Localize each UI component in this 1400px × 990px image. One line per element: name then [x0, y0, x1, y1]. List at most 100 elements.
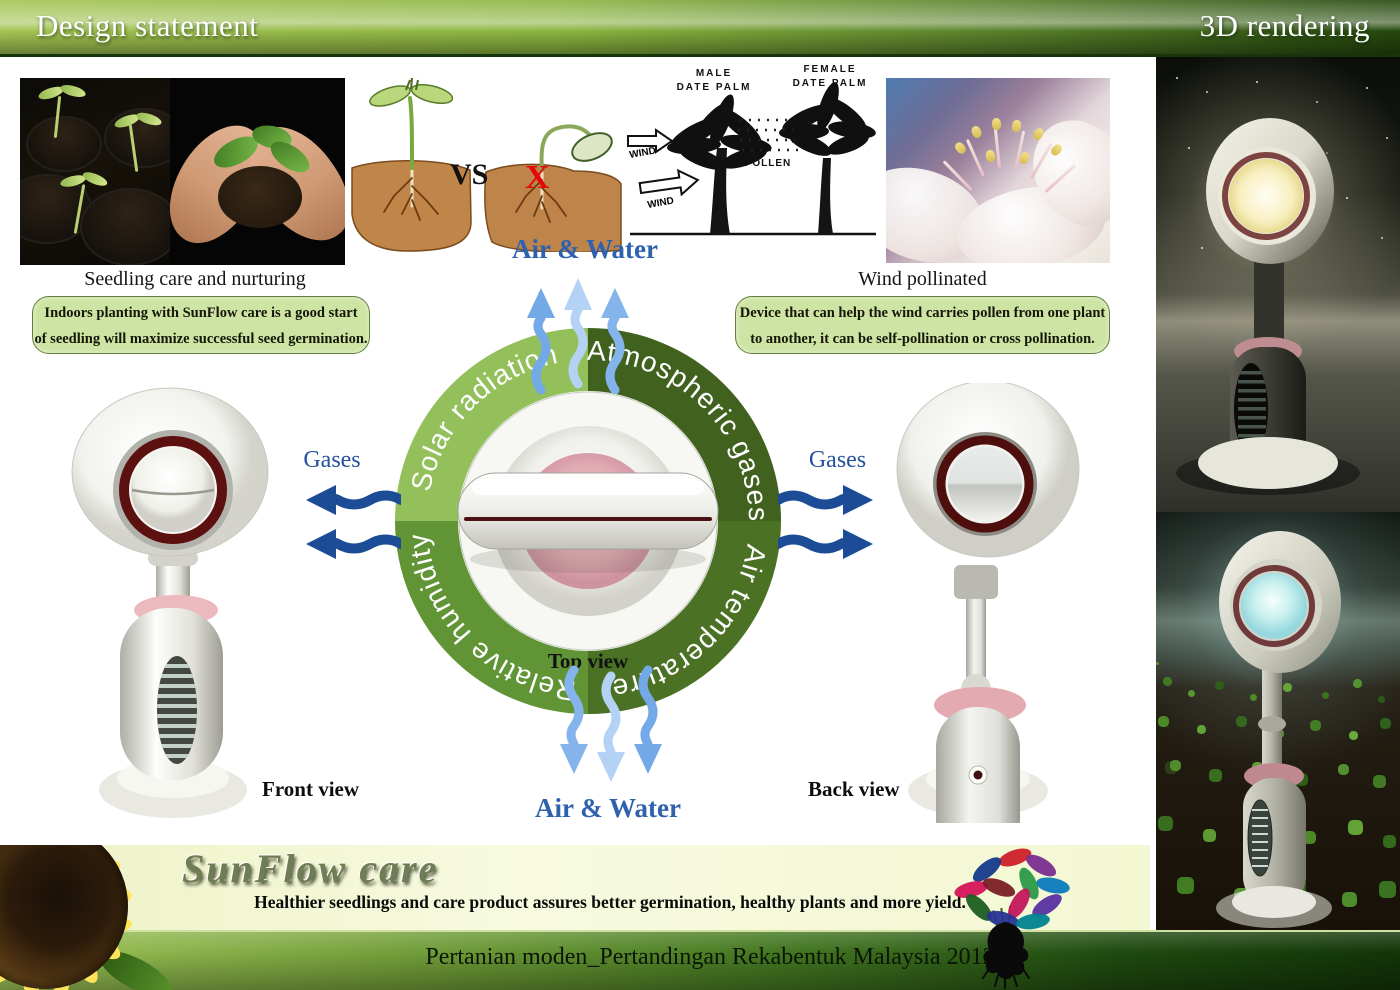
plant-leaf [1034, 875, 1072, 896]
anther [953, 140, 968, 156]
seedling-field [1156, 662, 1159, 665]
air-water-down-arrows [560, 665, 662, 782]
stars [1176, 77, 1178, 79]
pollen-label: POLLEN [745, 158, 792, 169]
sprout-leaf [59, 82, 87, 100]
arrowhead [306, 485, 336, 515]
vent-ribs [157, 664, 197, 758]
wind-arrows [627, 128, 700, 197]
male-palm-label-line2: DATE PALM [677, 82, 752, 93]
device-front-view [71, 387, 269, 818]
female-palm-label-line2: DATE PALM [793, 78, 868, 89]
vent-ribs [1252, 809, 1268, 867]
air-water-bottom-label: Air & Water [535, 793, 681, 823]
vs-label: VS [450, 158, 488, 191]
device-back-view [896, 383, 1080, 823]
maroon-ring [1222, 152, 1310, 240]
stamen [965, 138, 985, 177]
flower-macro-photo [886, 78, 1110, 263]
arrowhead [560, 744, 588, 774]
front-view-label: Front view [262, 777, 360, 801]
brand-logo-text: SunFlow care [182, 846, 439, 891]
arrowhead [843, 485, 873, 515]
anther [1018, 150, 1031, 166]
pill-shadow [470, 545, 706, 573]
cotyledon [369, 85, 411, 107]
sprout-leaf [81, 169, 109, 189]
page-title-3d-rendering: 3D rendering [1199, 8, 1370, 43]
arrowhead [634, 744, 662, 774]
seedling-note-line2: of seedling will maximize successful see… [34, 331, 368, 347]
arm-seam [464, 517, 712, 521]
render2-device [1216, 531, 1341, 928]
date-palm-sketch: WIND WIND MALE DATE PALM FEMALE DATE PAL… [627, 64, 876, 236]
port-hole [973, 770, 983, 780]
maroon-ring [1233, 565, 1315, 647]
germination-comparison-sketch: VS X [351, 77, 622, 252]
body-cylinder [936, 707, 1020, 823]
arm-highlight [472, 479, 704, 495]
sunflower-photo [0, 845, 172, 990]
anther [985, 149, 996, 163]
head-sphere [131, 448, 215, 532]
competition-line: Pertanian moden_Pertandingan Rekabentuk … [425, 944, 995, 970]
anther [970, 124, 983, 140]
soil-mound-right [484, 163, 622, 252]
air-water-top-label: Air & Water [512, 234, 658, 264]
seed-pod [571, 132, 613, 162]
wind-label-top: WIND [629, 145, 657, 160]
cyan-lens [1241, 573, 1307, 639]
bud [405, 77, 419, 91]
plant-leaf [980, 874, 1018, 901]
root-silhouette [982, 922, 1030, 989]
female-trunk [818, 158, 833, 234]
arrowhead [306, 529, 336, 559]
neck [1254, 257, 1284, 347]
stem-knuckle [1258, 716, 1286, 732]
pollination-caption: Wind pollinated [858, 268, 987, 290]
male-crown [667, 94, 772, 170]
seedling-note-line1: Indoors planting with SunFlow care is a … [44, 305, 358, 321]
anther [1011, 119, 1022, 133]
stem [966, 591, 986, 683]
healthy-stem [408, 96, 414, 170]
seedling-caption: Seedling care and nurturing [84, 268, 306, 290]
render-night-warm-light [1156, 57, 1400, 512]
soil [218, 166, 302, 228]
back-view-label: Back view [808, 777, 900, 801]
seedling-notebox: Indoors planting with SunFlow care is a … [32, 296, 370, 354]
pollen-arrows [791, 118, 799, 143]
anther [991, 117, 1002, 131]
quadrant-atmospheric-gases [588, 328, 781, 521]
head-glass [948, 447, 1022, 521]
pollen-dots [738, 118, 802, 152]
arrowhead [527, 288, 555, 318]
vent [1247, 799, 1273, 877]
wind-label-bottom: WIND [647, 195, 675, 210]
air-water-up-arrows [527, 278, 629, 394]
pot [80, 188, 170, 265]
render-seedling-field [1156, 512, 1400, 930]
quadrant-relative-humidity [395, 521, 588, 714]
male-palm-label-line1: MALE [696, 68, 732, 79]
tagline: Healthier seedlings and care product ass… [254, 892, 966, 912]
sphere-seam [131, 488, 215, 496]
gases-right-label: Gases [808, 447, 867, 473]
seedling-pots-photo [20, 78, 170, 265]
vent-ribs [1238, 371, 1266, 447]
arrowhead [601, 288, 629, 318]
female-crown [779, 82, 876, 156]
top-banner: Design statement 3D rendering [0, 0, 1400, 57]
competition-strip: Pertanian moden_Pertandingan Rekabentuk … [0, 930, 1400, 990]
root-branches [383, 177, 567, 223]
glowing-lens [1229, 159, 1303, 233]
environment-cycle-diagram: Solar radiation Atmospheric gases Air te… [395, 328, 781, 714]
gases-left-arrows [306, 485, 401, 559]
quadrant-air-temperature [588, 521, 781, 714]
hands-holding-seedling-photo [170, 78, 345, 265]
arrowhead [597, 752, 625, 782]
top-view-label: Top view [548, 649, 629, 673]
pollination-notebox: Device that can help the wind carries po… [735, 296, 1110, 354]
arrowhead [843, 529, 873, 559]
